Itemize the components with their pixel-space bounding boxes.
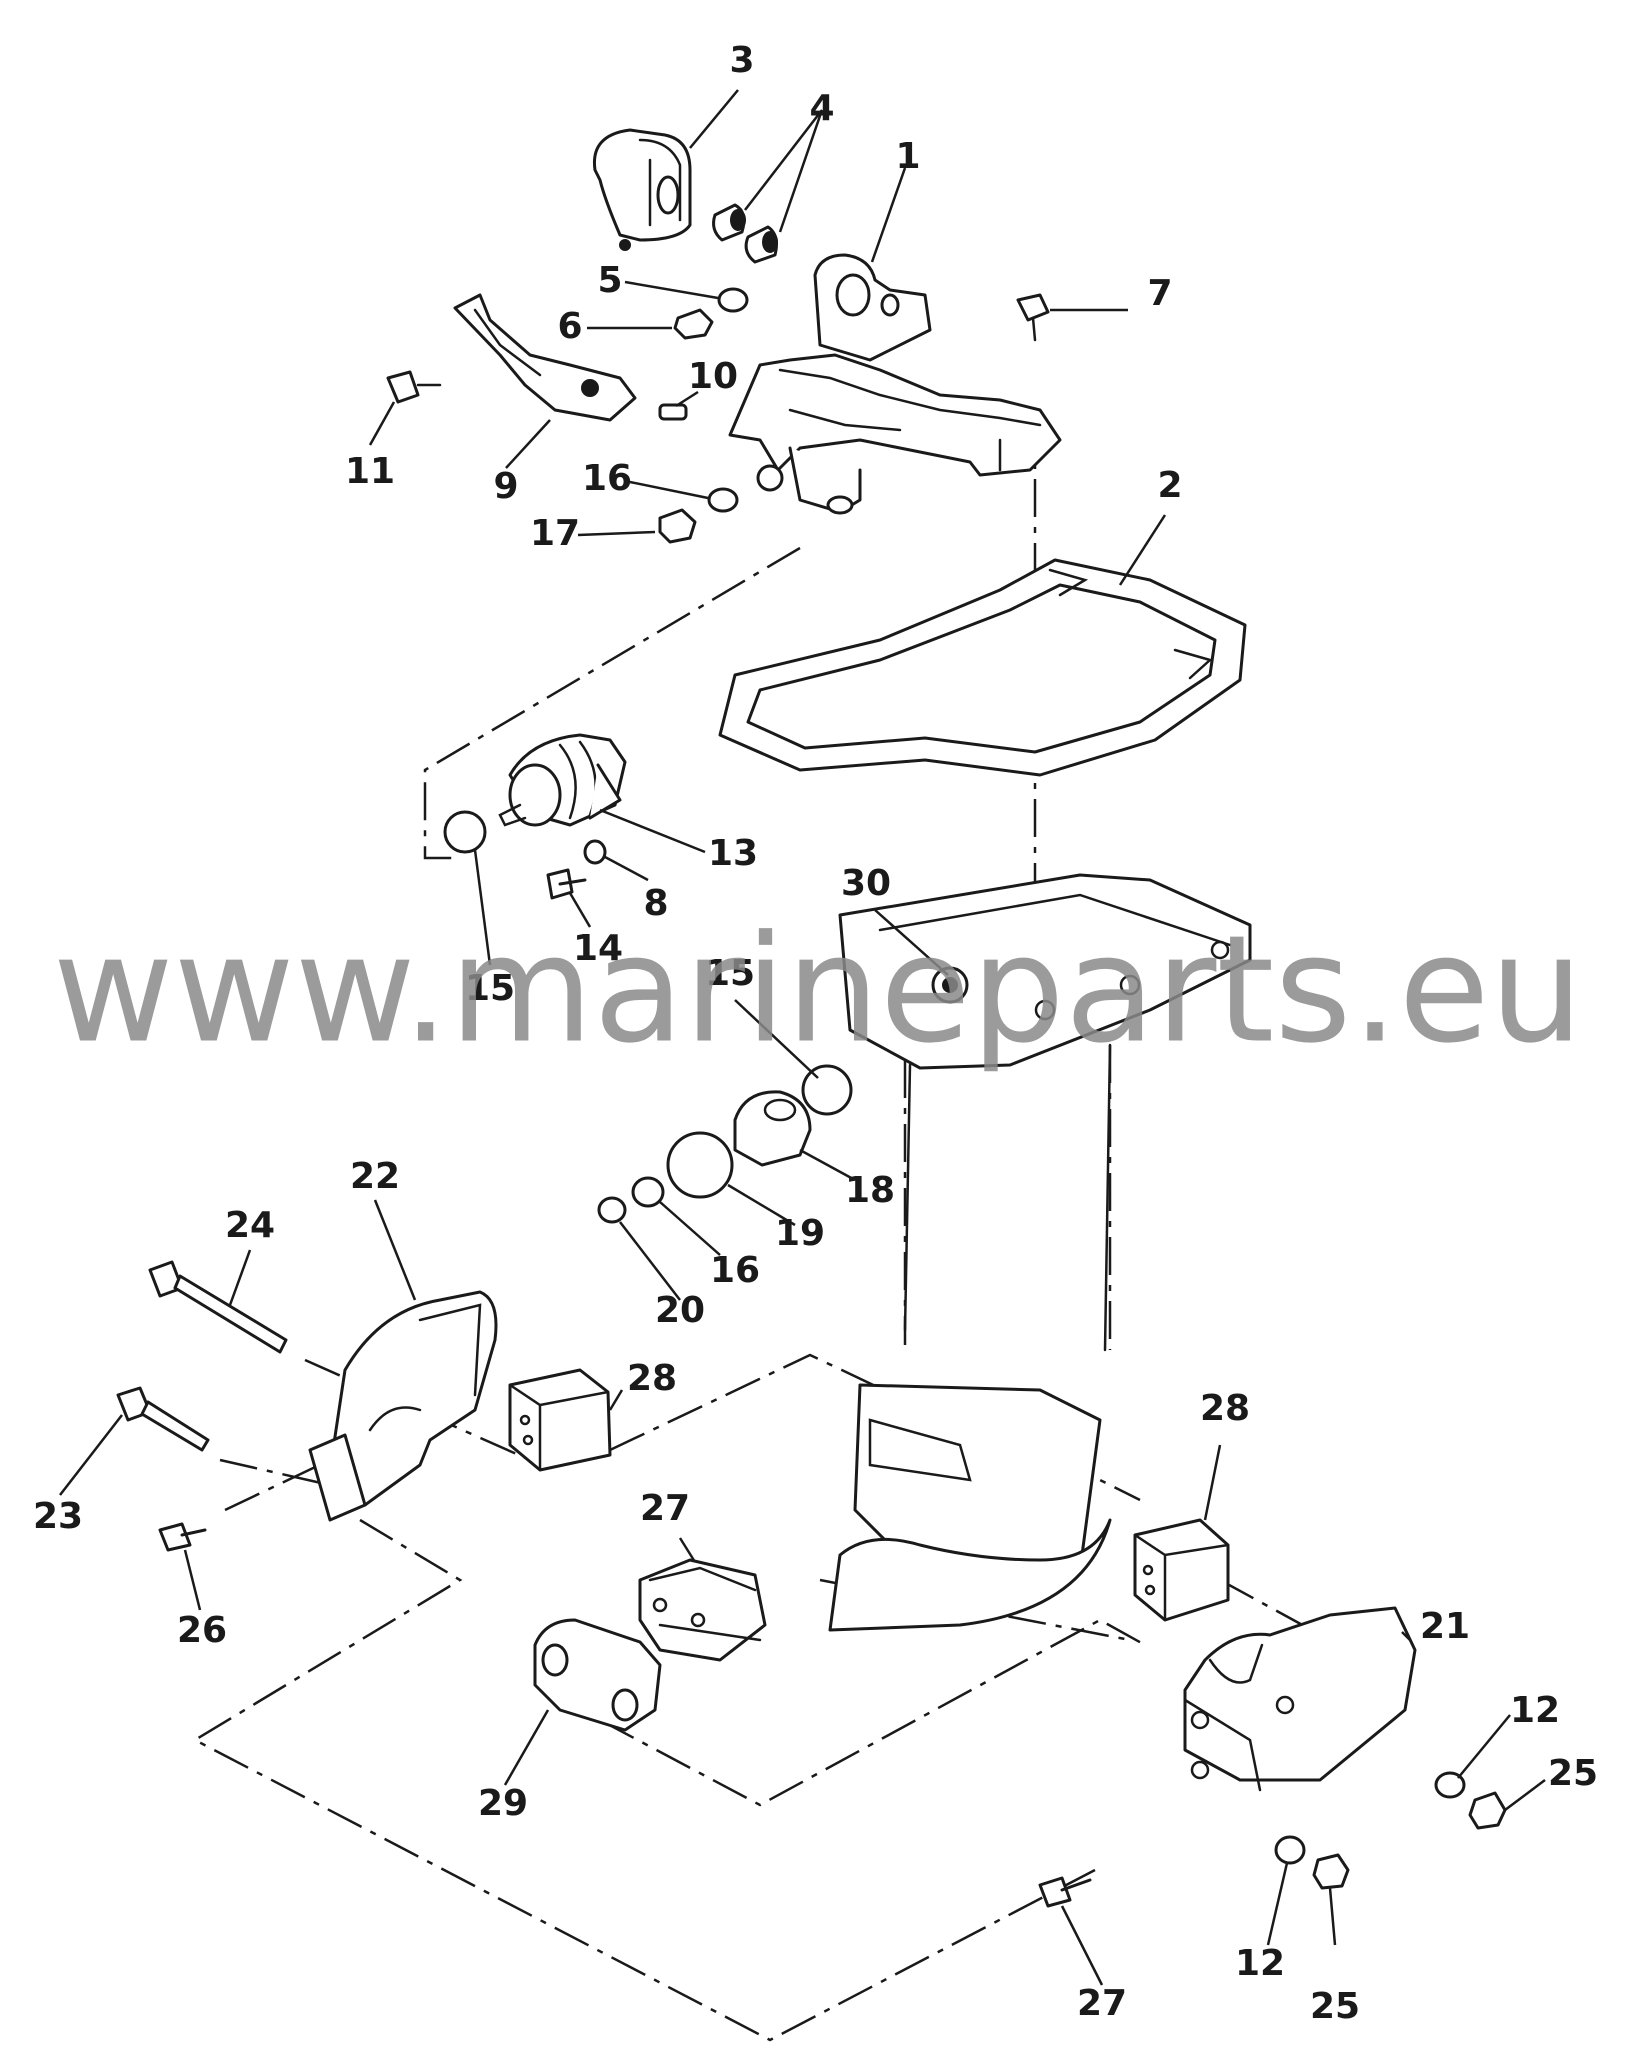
callout-27-left: 26: [177, 1610, 227, 1651]
callout-28-right: 28: [1200, 1388, 1250, 1429]
part-15-washer-lower: [801, 1064, 853, 1116]
callout-17: 17: [530, 513, 580, 554]
callout-22: 22: [350, 1156, 400, 1197]
part-17-nut: [658, 508, 697, 544]
part-18-mount: [733, 1090, 812, 1167]
callout-29: 29: [478, 1783, 528, 1824]
part-11-bolt: [386, 370, 442, 404]
callout-1: 1: [895, 136, 920, 177]
callout-26: 27: [640, 1488, 690, 1529]
callout-15-upper: 15: [465, 968, 515, 1009]
part-26-mount: [638, 1558, 767, 1662]
part-24-bolt: [148, 1260, 288, 1354]
part-13-rubber-mount: [498, 733, 627, 827]
part-28-mount-right: [1133, 1518, 1230, 1622]
part-20-nut: [597, 1196, 627, 1224]
part-22-left-bracket: [308, 1290, 498, 1522]
callout-12-right: 12: [1510, 1690, 1560, 1731]
callout-25-right: 25: [1548, 1753, 1598, 1794]
part-16-washer-lower: [631, 1176, 665, 1208]
callout-labels: 3 4 1 5 6 7 10 11 9 16 17 2 13 8 14 15 3…: [33, 40, 1598, 2027]
callout-18: 18: [845, 1170, 895, 1211]
part-28-mount-left: [508, 1368, 612, 1472]
part-4-bushings: [712, 203, 778, 264]
adapter-plate: [728, 353, 1062, 515]
callout-3: 3: [729, 40, 754, 81]
callout-20: 20: [655, 1290, 705, 1331]
part-6-nut: [673, 308, 714, 340]
callout-13: 13: [708, 833, 758, 874]
part-27-screw-right: [1038, 1876, 1092, 1908]
part-25-nut-b: [1312, 1853, 1350, 1890]
part-25-nut-a: [1468, 1791, 1507, 1830]
callout-23: 23: [33, 1496, 83, 1537]
part-2-gasket: [718, 558, 1247, 777]
callout-11: 11: [345, 451, 395, 492]
callout-6: 6: [557, 306, 582, 347]
callout-10: 10: [688, 356, 738, 397]
part-5-washer: [717, 287, 749, 313]
callout-8: 8: [643, 883, 668, 924]
callout-25-bottom: 25: [1310, 1986, 1360, 2027]
callout-27-right: 27: [1077, 1983, 1127, 2024]
part-19-washer: [666, 1131, 734, 1199]
leader-lines: [59, 89, 1546, 1986]
part-12-washer-b: [1274, 1835, 1306, 1865]
callout-12-bottom: 12: [1235, 1943, 1285, 1984]
part-27-screw-left: [158, 1522, 207, 1552]
part-21-right-bracket: [1183, 1606, 1417, 1792]
part-23-bolt: [116, 1386, 210, 1452]
callout-19: 19: [775, 1213, 825, 1254]
part-16-washer-upper: [707, 487, 739, 513]
watermark: www.marineparts.eu: [53, 904, 1584, 1076]
part-14-screw: [546, 868, 587, 900]
callout-7: 7: [1147, 273, 1172, 314]
callout-2: 2: [1157, 465, 1182, 506]
callout-14: 14: [573, 928, 623, 969]
part-7-screw: [1016, 293, 1050, 342]
callout-4: 4: [809, 88, 834, 129]
part-8-nut: [583, 839, 607, 865]
callout-28-left: 28: [627, 1358, 677, 1399]
part-15-washer-upper: [443, 810, 487, 854]
part-3-mount: [592, 128, 692, 251]
callout-15-lower: 15: [705, 953, 755, 994]
part-1-bracket: [813, 253, 932, 362]
callout-24: 24: [225, 1205, 275, 1246]
part-12-washer-a: [1434, 1771, 1466, 1799]
part-9-link: [453, 293, 637, 422]
driveshaft-housing: [828, 873, 1252, 1632]
part-29-mount: [533, 1618, 662, 1732]
part-10-pin: [658, 403, 688, 421]
callout-9: 9: [493, 466, 518, 507]
callout-5: 5: [597, 260, 622, 301]
callout-21: 21: [1420, 1606, 1470, 1647]
callout-30: 30: [841, 863, 891, 904]
upper-mount-assembly: [386, 128, 1062, 544]
callout-16-upper: 16: [582, 458, 632, 499]
callout-16-lower: 16: [710, 1250, 760, 1291]
